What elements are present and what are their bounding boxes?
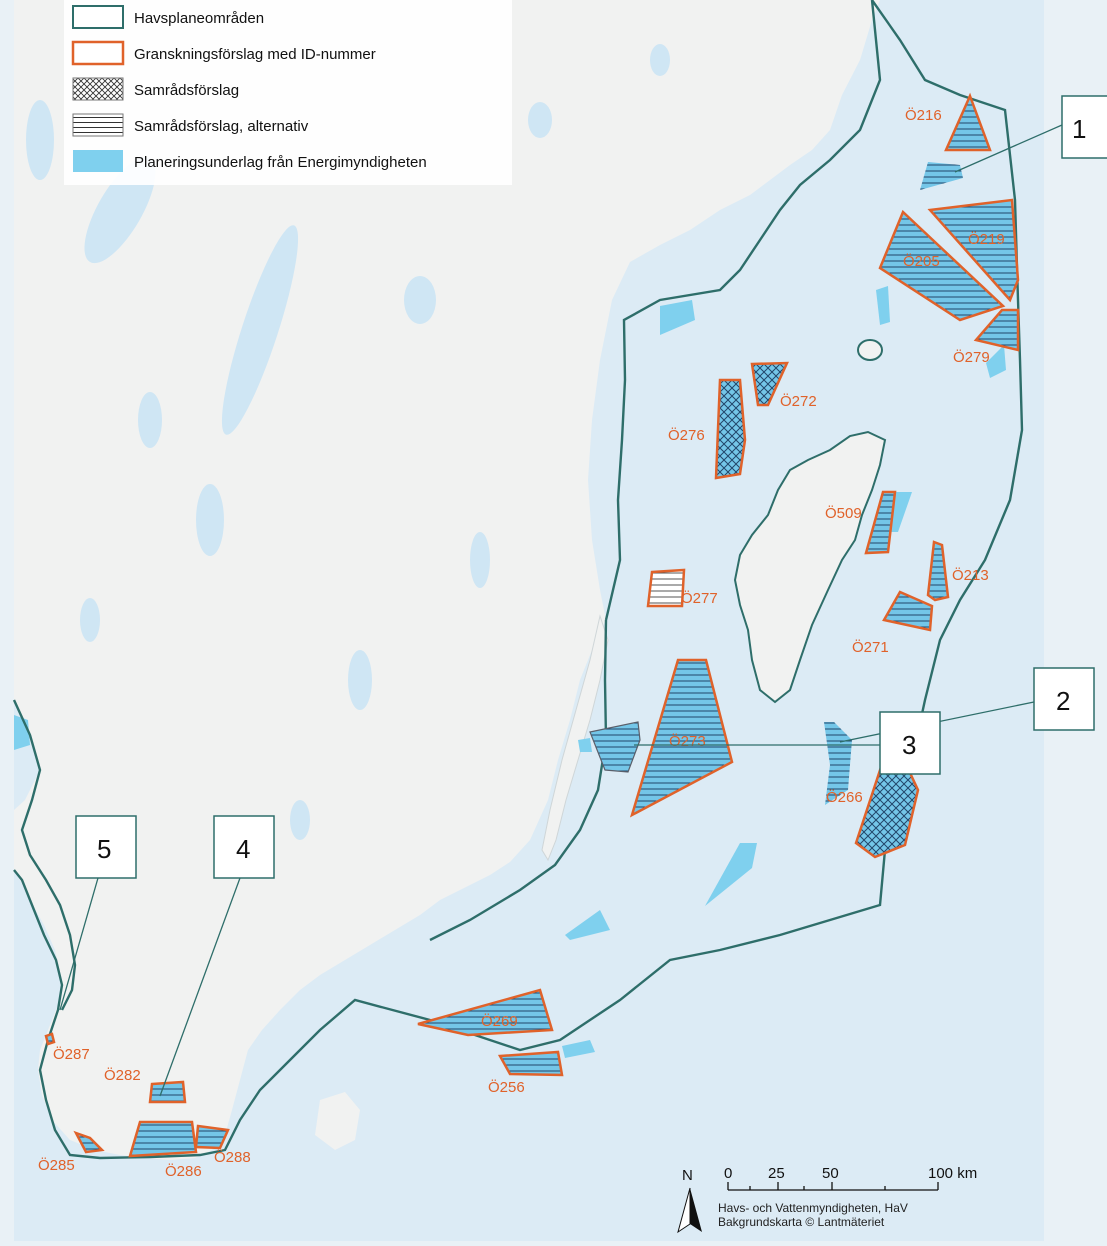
area-o282: [148, 1080, 187, 1104]
small-island: [857, 339, 883, 361]
callout-1-number: 1: [1072, 114, 1086, 144]
legend-item-consultation-alternative: Samrådsförslag, alternativ: [72, 113, 309, 137]
credit-lantmateriet: Bakgrundskarta © Lantmäteriet: [718, 1215, 885, 1229]
legend: Havsplaneområden Granskningsförslag med …: [64, 0, 512, 185]
area-o272: [750, 361, 789, 407]
area-o273: [629, 658, 734, 818]
label-o279: Ö279: [953, 348, 990, 366]
legend-label: Havsplaneområden: [134, 10, 264, 27]
label-o271: Ö271: [852, 638, 889, 656]
north-arrow-icon: N: [677, 1167, 702, 1234]
callout-4: 4: [213, 815, 275, 879]
area-o287: [44, 1032, 56, 1046]
area-o271: [882, 590, 934, 632]
area-o269: [417, 988, 554, 1037]
area-o213: [926, 540, 950, 602]
label-o276: Ö276: [668, 426, 705, 444]
legend-label: Planeringsunderlag från Energimyndighete…: [134, 154, 427, 171]
scale-bar: 0 25 50 100 km Havs- och Vattenmyndighet…: [718, 1165, 977, 1229]
area-o219: [927, 198, 1020, 303]
area-o279: [973, 308, 1020, 352]
area-o205: [878, 209, 1006, 322]
label-o213: Ö213: [952, 566, 989, 584]
label-o287: Ö287: [53, 1045, 90, 1063]
callout-5: 5: [75, 815, 137, 879]
label-o273: Ö273: [669, 732, 706, 750]
scale-tick-50: 50: [822, 1165, 839, 1182]
area-o276: [714, 378, 747, 480]
legend-label: Granskningsförslag med ID-nummer: [134, 46, 376, 63]
legend-item-review-proposal: Granskningsförslag med ID-nummer: [71, 40, 376, 66]
callout-5-number: 5: [97, 834, 111, 864]
gotland-island: [733, 430, 887, 704]
area-o509: [864, 490, 897, 555]
area-o216: [944, 92, 992, 152]
callout-2-number: 2: [1056, 686, 1070, 716]
scale-tick-25: 25: [768, 1165, 785, 1182]
area-o286: [128, 1120, 198, 1158]
label-o216: Ö216: [905, 106, 942, 124]
legend-label: Samrådsförslag, alternativ: [134, 118, 309, 135]
legend-item-consultation-proposal: Samrådsförslag: [72, 77, 239, 101]
label-o219: Ö219: [968, 230, 1005, 248]
label-o205: Ö205: [903, 252, 940, 270]
oland-island: [541, 614, 609, 862]
callout-4-number: 4: [236, 834, 250, 864]
callout-3: 3: [879, 711, 941, 775]
planning-area-outline: [12, 0, 1024, 1160]
scale-tick-100: 100 km: [928, 1165, 977, 1182]
callout-3-number: 3: [902, 730, 916, 760]
credit-hav: Havs- och Vattenmyndigheten, HaV: [718, 1201, 908, 1215]
label-o272: Ö272: [780, 392, 817, 410]
label-o509: Ö509: [825, 504, 862, 522]
legend-label: Samrådsförslag: [134, 82, 239, 99]
legend-item-energy-agency: Planeringsunderlag från Energimyndighete…: [73, 150, 427, 172]
area-o288: [194, 1124, 230, 1150]
callout-2: 2: [1033, 667, 1095, 731]
north-label: N: [682, 1167, 693, 1184]
legend-item-planning-area: Havsplaneområden: [72, 5, 264, 29]
area-callout-3: [589, 721, 641, 773]
label-o256: Ö256: [488, 1078, 525, 1096]
area-callout-2: [824, 722, 852, 805]
label-o285: Ö285: [38, 1156, 75, 1174]
area-o256: [497, 1050, 564, 1077]
lakes: [26, 44, 670, 840]
label-o277: Ö277: [681, 589, 718, 607]
label-o288: Ö288: [214, 1148, 251, 1166]
area-callout-1: [920, 162, 963, 190]
area-o285: [73, 1130, 105, 1154]
callout-1: 1: [1061, 95, 1107, 159]
label-o266: Ö266: [826, 788, 863, 806]
label-o286: Ö286: [165, 1162, 202, 1180]
label-o269: Ö269: [481, 1012, 518, 1030]
area-labels: Ö216 Ö219 Ö205 Ö279 Ö272 Ö276 Ö509 Ö213 …: [38, 106, 1005, 1180]
area-o277: [646, 568, 686, 608]
island-south: [315, 1092, 360, 1150]
review-proposals: [44, 92, 1020, 1158]
label-o282: Ö282: [104, 1066, 141, 1084]
scale-tick-0: 0: [724, 1165, 732, 1182]
